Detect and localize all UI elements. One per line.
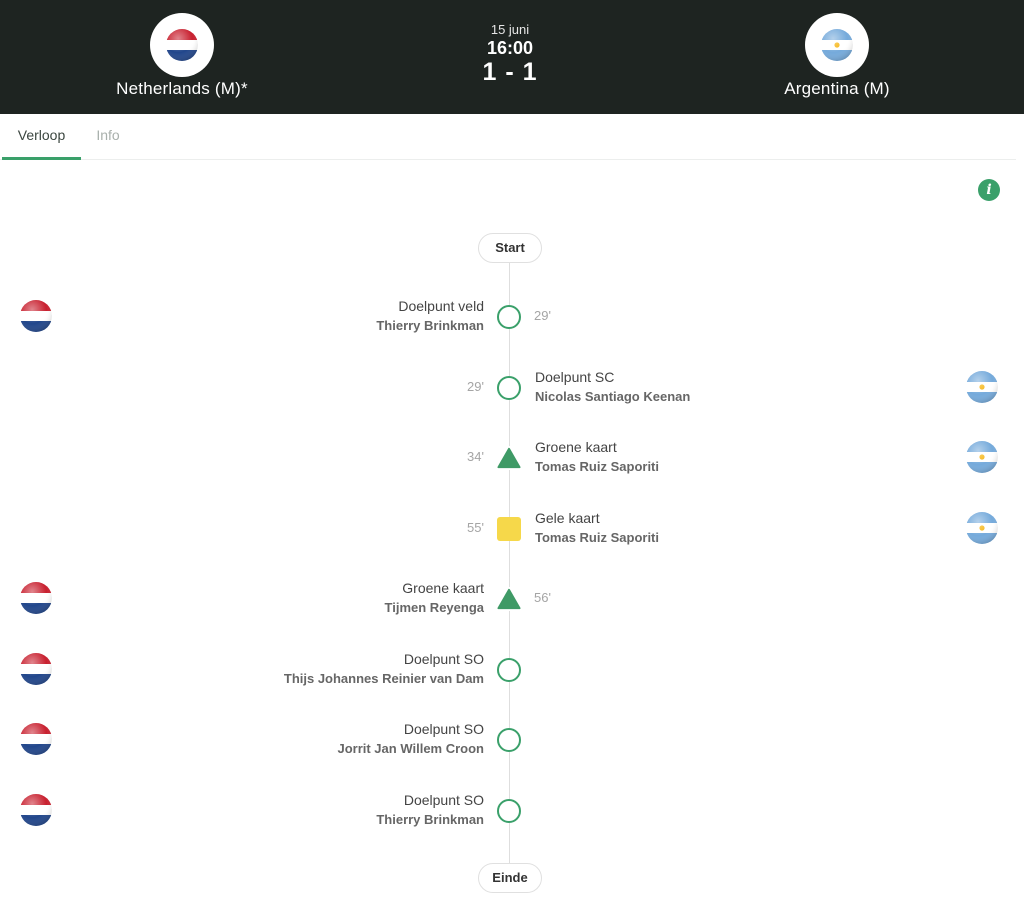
goal-ring-icon — [497, 305, 521, 329]
argentina-flag-icon — [966, 512, 998, 549]
netherlands-flag-icon — [20, 653, 52, 690]
home-team-name: Netherlands (M)* — [116, 79, 248, 98]
netherlands-flag-icon — [20, 794, 52, 831]
event-type: Groene kaart — [535, 439, 617, 455]
timeline-event: Doelpunt SO Thierry Brinkman — [0, 791, 1024, 831]
timeline-start-pill: Start — [478, 233, 542, 263]
argentina-flag-icon — [966, 441, 998, 478]
netherlands-flag-icon — [20, 723, 52, 760]
event-minute: 29' — [467, 379, 484, 394]
timeline-end-pill: Einde — [478, 863, 542, 893]
away-team-badge — [805, 13, 869, 77]
goal-ring-icon — [497, 376, 521, 400]
tab-verloop[interactable]: Verloop — [2, 114, 81, 160]
netherlands-flag-icon — [166, 29, 198, 61]
match-score: 1 - 1 — [482, 58, 538, 86]
event-text: Doelpunt SO Jorrit Jan Willem Croon — [337, 720, 484, 758]
goal-ring-icon — [497, 728, 521, 752]
event-player[interactable]: Tomas Ruiz Saporiti — [535, 530, 659, 545]
goal-ring-icon — [497, 799, 521, 823]
netherlands-flag-icon — [20, 582, 52, 619]
argentina-flag-icon — [821, 29, 853, 61]
timeline-event: Doelpunt SO Jorrit Jan Willem Croon — [0, 720, 1024, 760]
event-minute: 29' — [534, 308, 551, 323]
netherlands-flag-icon — [20, 300, 52, 337]
event-player[interactable]: Thijs Johannes Reinier van Dam — [283, 671, 484, 686]
event-minute: 56' — [534, 590, 551, 605]
match-time: 16:00 — [486, 38, 534, 58]
timeline-line — [509, 262, 510, 864]
argentina-flag-icon — [966, 371, 998, 408]
event-type: Groene kaart — [402, 580, 484, 596]
event-player[interactable]: Jorrit Jan Willem Croon — [337, 741, 484, 756]
yellow-card-icon — [497, 517, 521, 541]
tab-bar: Verloop Info — [0, 114, 1016, 160]
event-player[interactable]: Thierry Brinkman — [376, 812, 484, 827]
home-team-badge — [150, 13, 214, 77]
event-player[interactable]: Nicolas Santiago Keenan — [535, 389, 691, 404]
match-info: 15 juni 16:00 1 - 1 — [430, 22, 590, 87]
goal-ring-icon — [497, 658, 521, 682]
away-team-name: Argentina (M) — [784, 79, 890, 98]
event-minute: 55' — [467, 520, 484, 535]
info-icon[interactable]: i — [978, 179, 1000, 201]
timeline-event: Doelpunt SC Nicolas Santiago Keenan 29' — [0, 368, 1024, 408]
event-type: Doelpunt SO — [403, 651, 484, 667]
event-player[interactable]: Tomas Ruiz Saporiti — [535, 459, 659, 474]
tab-info[interactable]: Info — [96, 127, 120, 143]
event-text: Doelpunt SC Nicolas Santiago Keenan — [535, 368, 690, 406]
event-type: Doelpunt SO — [403, 792, 484, 808]
away-team[interactable]: Argentina (M) — [727, 13, 947, 99]
event-type: Doelpunt veld — [398, 298, 484, 314]
event-player[interactable]: Tijmen Reyenga — [384, 600, 484, 615]
timeline-event: Doelpunt SO Thijs Johannes Reinier van Da… — [0, 650, 1024, 690]
event-text: Doelpunt SO Thierry Brinkman — [376, 791, 484, 829]
event-minute: 34' — [467, 449, 484, 464]
green-card-icon — [497, 446, 521, 470]
event-type: Gele kaart — [535, 510, 600, 526]
match-date: 15 juni — [490, 22, 530, 37]
event-text: Doelpunt SO Thijs Johannes Reinier van Da… — [284, 650, 484, 688]
green-card-icon — [497, 587, 521, 611]
event-type: Doelpunt SC — [535, 369, 615, 385]
match-header: Netherlands (M)* 15 juni 16:00 1 - 1 Arg… — [0, 0, 1024, 114]
event-player[interactable]: Thierry Brinkman — [376, 318, 484, 333]
home-team[interactable]: Netherlands (M)* — [72, 13, 292, 99]
event-type: Doelpunt SO — [403, 721, 484, 737]
